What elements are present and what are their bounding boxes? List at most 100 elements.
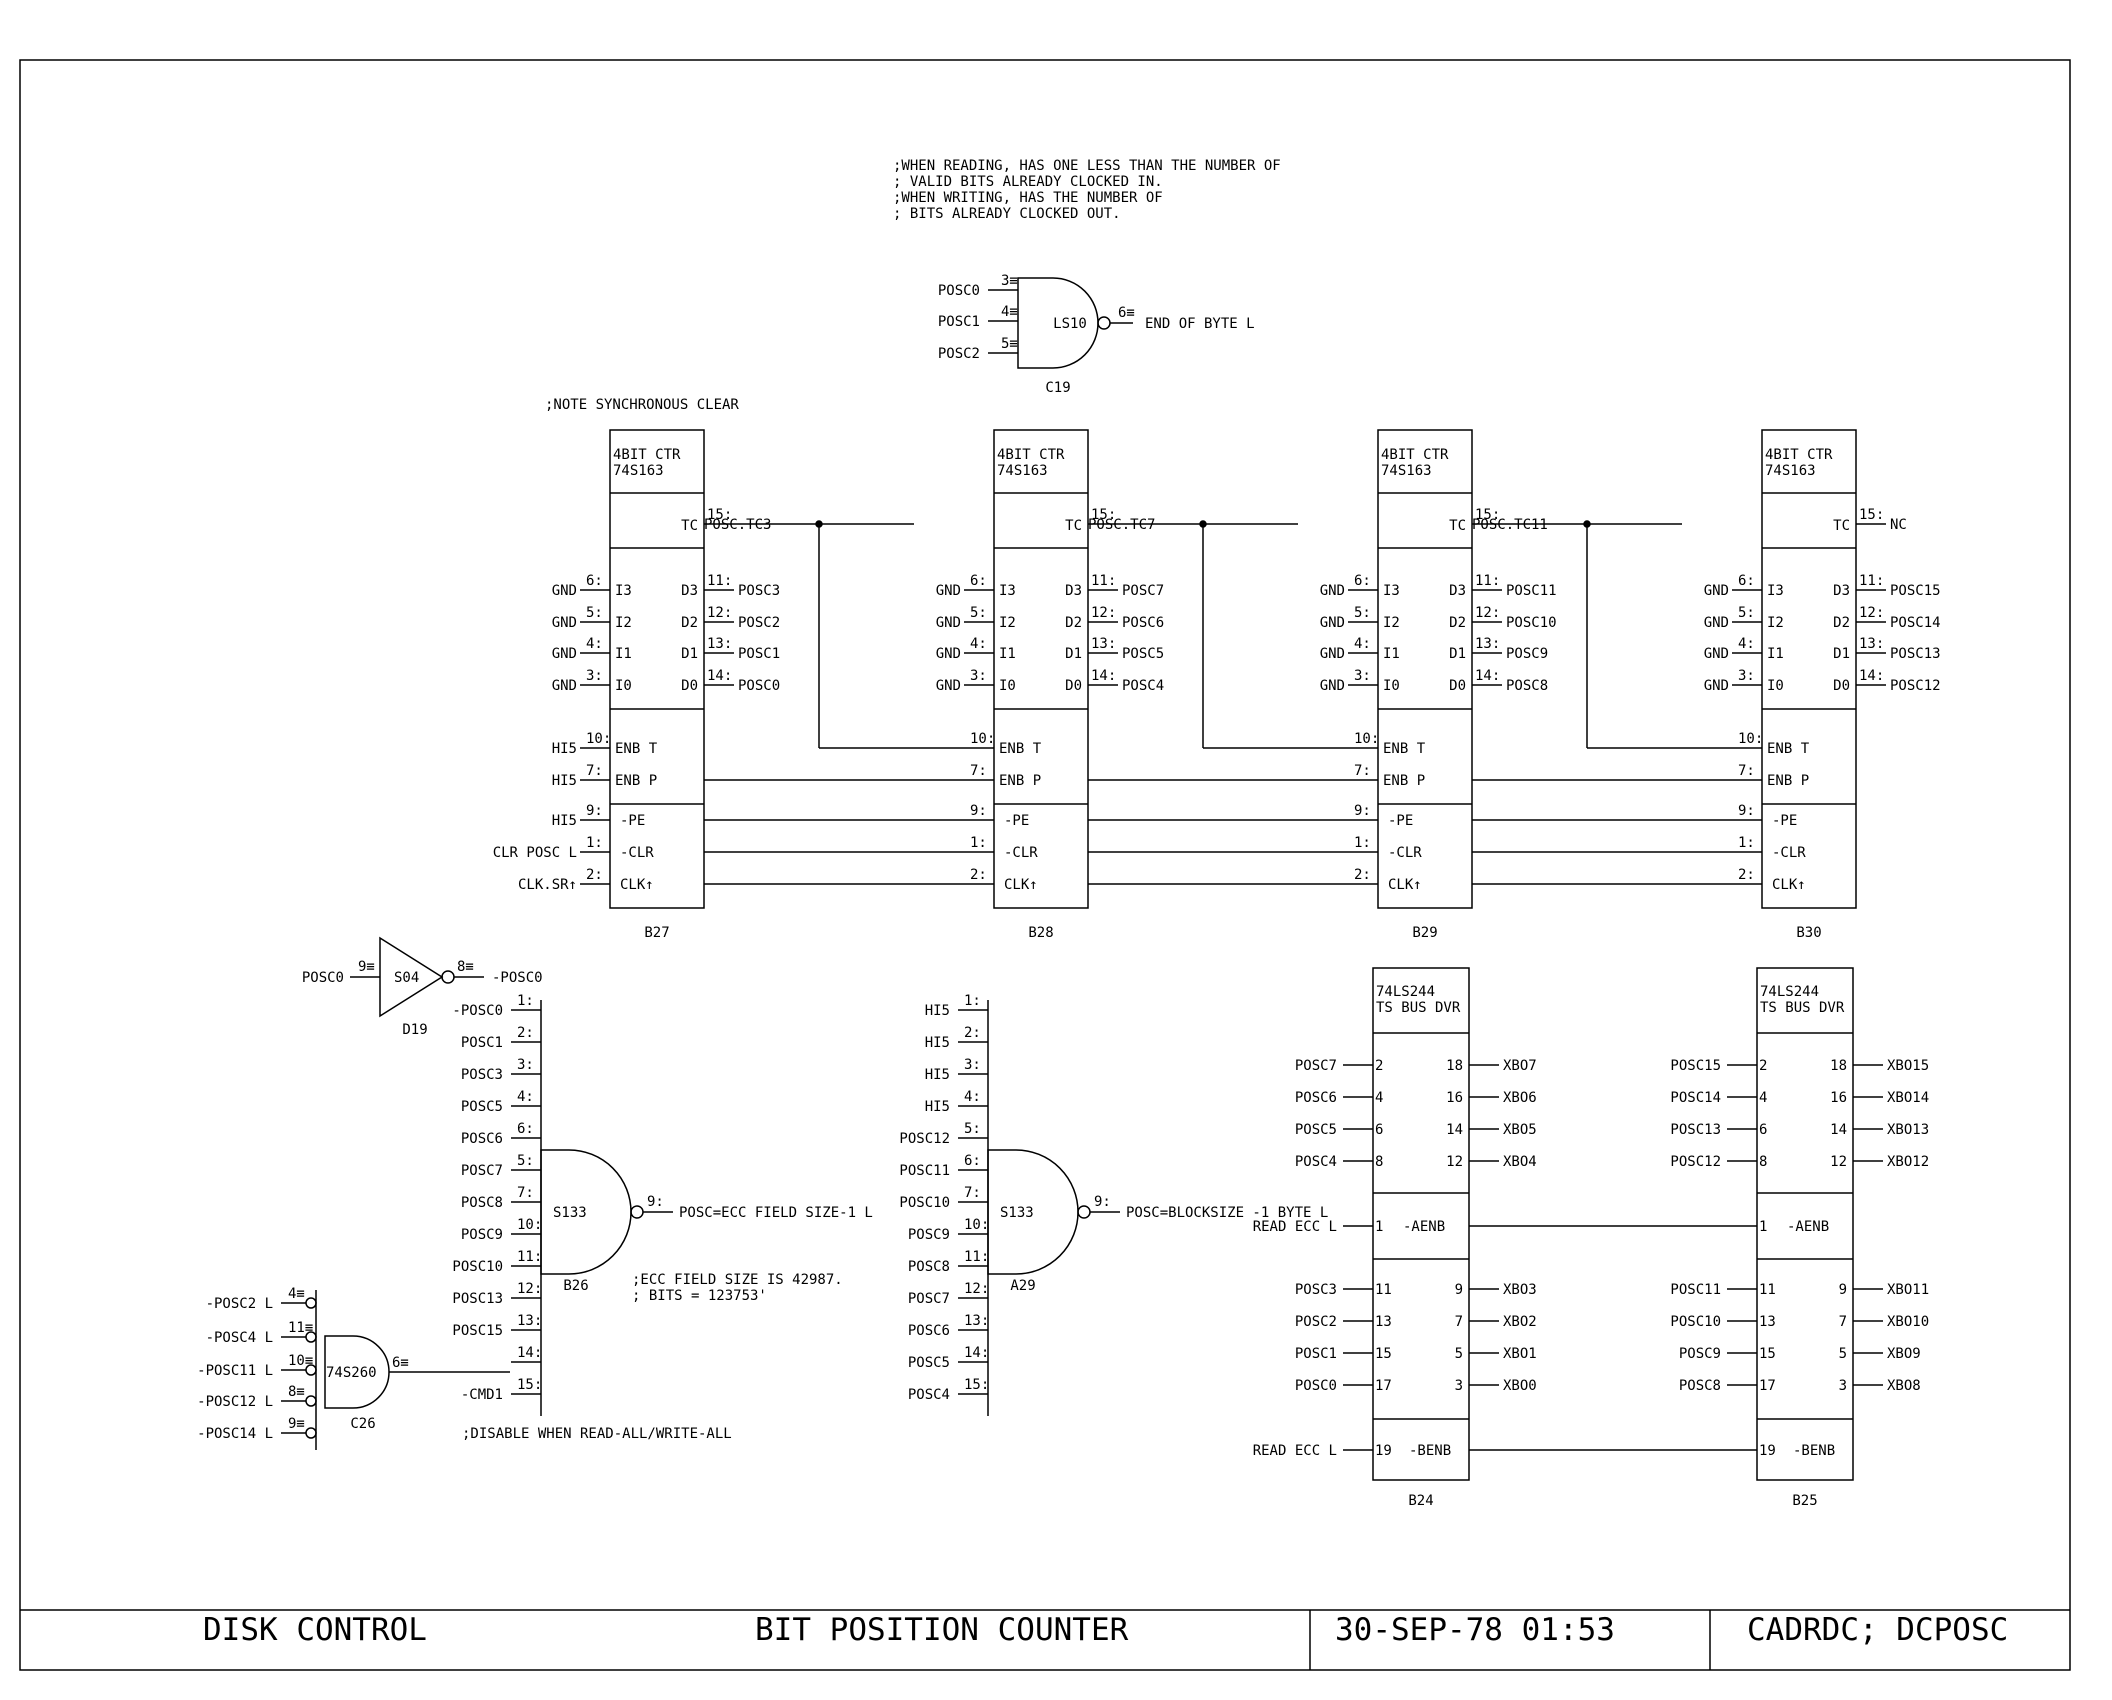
pin-name-tc: TC bbox=[1833, 518, 1850, 534]
ref-c19: C19 bbox=[1045, 380, 1070, 396]
pin-name: D0 bbox=[681, 678, 698, 694]
signal-control: HI5 bbox=[552, 773, 577, 789]
chip-title: TS BUS DVR bbox=[1376, 1000, 1461, 1016]
pin-name: I1 bbox=[1383, 646, 1400, 662]
signal-output: -POSC0 bbox=[492, 970, 543, 986]
pin-name: I3 bbox=[999, 583, 1016, 599]
bus-driver-B24 bbox=[1372, 967, 1470, 1481]
signal-input: POSC8 bbox=[1679, 1378, 1721, 1394]
pin-label: 9≡ bbox=[288, 1416, 305, 1432]
pin-label: 10: bbox=[970, 731, 995, 747]
signal-gnd: GND bbox=[936, 646, 961, 662]
pin-name: D2 bbox=[1065, 615, 1082, 631]
signal-input: POSC12 bbox=[899, 1131, 950, 1147]
signal-input: POSC5 bbox=[461, 1099, 503, 1115]
signal-input: POSC6 bbox=[1295, 1090, 1337, 1106]
pin-label: 11: bbox=[1091, 573, 1116, 589]
signal-input: POSC0 bbox=[302, 970, 344, 986]
signal-input: HI5 bbox=[925, 1003, 950, 1019]
signal-input: POSC6 bbox=[908, 1323, 950, 1339]
signal-output: XBO7 bbox=[1503, 1058, 1537, 1074]
pin-label: 13: bbox=[1475, 636, 1500, 652]
pin-name: ENB P bbox=[999, 773, 1041, 789]
signal-input: POSC8 bbox=[461, 1195, 503, 1211]
pin-label: 11: bbox=[707, 573, 732, 589]
chip-ref: B29 bbox=[1412, 925, 1437, 941]
pin-label: 7: bbox=[517, 1185, 534, 1201]
pin-label: 3: bbox=[1738, 668, 1755, 684]
pin-name: I0 bbox=[1383, 678, 1400, 694]
signal-gnd: GND bbox=[1704, 583, 1729, 599]
signal-output: POSC15 bbox=[1890, 583, 1941, 599]
signal-input: POSC11 bbox=[899, 1163, 950, 1179]
chip-title: 74S163 bbox=[1381, 463, 1432, 479]
chip-ref: B27 bbox=[644, 925, 669, 941]
pin-label: 15 bbox=[1375, 1346, 1392, 1362]
signal-input: POSC15 bbox=[1670, 1058, 1721, 1074]
pin-label: 5: bbox=[1354, 605, 1371, 621]
signal-output: POSC9 bbox=[1506, 646, 1548, 662]
signal-output: XBO8 bbox=[1887, 1378, 1921, 1394]
pin-label: 2: bbox=[964, 1025, 981, 1041]
pin-name: I0 bbox=[1767, 678, 1784, 694]
chip-name-c26: 74S260 bbox=[326, 1365, 377, 1381]
pin-name: I3 bbox=[1767, 583, 1784, 599]
pin-label: 15: bbox=[707, 507, 732, 523]
pin-label: 14 bbox=[1446, 1122, 1463, 1138]
chip-ref: B30 bbox=[1796, 925, 1821, 941]
pin-name: -PE bbox=[1388, 813, 1413, 829]
pin-label: 6: bbox=[1354, 573, 1371, 589]
signal-output: POSC4 bbox=[1122, 678, 1164, 694]
pin-name: I3 bbox=[615, 583, 632, 599]
nand-gate-B26 bbox=[540, 1149, 632, 1275]
pin-name: -BENB bbox=[1409, 1443, 1451, 1459]
pin-label: 4 bbox=[1759, 1090, 1767, 1106]
note-disable: ;DISABLE WHEN READ-ALL/WRITE-ALL bbox=[462, 1426, 732, 1442]
pin-label: 4: bbox=[970, 636, 987, 652]
pin-name: I3 bbox=[1383, 583, 1400, 599]
nand-gate-A29 bbox=[987, 1149, 1079, 1275]
counter-chip-B29 bbox=[1377, 429, 1473, 909]
pin-label: 15: bbox=[964, 1377, 989, 1393]
pin-label: 17 bbox=[1375, 1378, 1392, 1394]
chip-name-c19: LS10 bbox=[1053, 316, 1087, 332]
note-reading: ;WHEN READING, HAS ONE LESS THAN THE NUM… bbox=[893, 158, 1281, 174]
pin-name: D1 bbox=[1833, 646, 1850, 662]
pin-name: D2 bbox=[1449, 615, 1466, 631]
pin-label: 4: bbox=[517, 1089, 534, 1105]
counter-chip-B28 bbox=[993, 429, 1089, 909]
pin-name: D1 bbox=[681, 646, 698, 662]
wiring-layer bbox=[19, 59, 2071, 1671]
pin-label: 15: bbox=[517, 1377, 542, 1393]
chip-name: S133 bbox=[1000, 1205, 1034, 1221]
pin-label: 2: bbox=[517, 1025, 534, 1041]
pin-name: D1 bbox=[1065, 646, 1082, 662]
pin-label: 15: bbox=[1091, 507, 1116, 523]
signal-output: POSC=BLOCKSIZE -1 BYTE L bbox=[1126, 1205, 1328, 1221]
pin-label: 4 bbox=[1375, 1090, 1383, 1106]
pin-label: 19 bbox=[1759, 1443, 1776, 1459]
pin-label: 1: bbox=[964, 993, 981, 1009]
pin-label: 4: bbox=[1738, 636, 1755, 652]
signal-input: POSC0 bbox=[938, 283, 980, 299]
signal-control: HI5 bbox=[552, 741, 577, 757]
pin-name: -BENB bbox=[1793, 1443, 1835, 1459]
signal-control: CLR POSC L bbox=[493, 845, 577, 861]
pin-label: 6≡ bbox=[392, 1355, 409, 1371]
signal-input: -POSC2 L bbox=[206, 1296, 273, 1312]
pin-label: 12 bbox=[1830, 1154, 1847, 1170]
pin-name: I1 bbox=[1767, 646, 1784, 662]
pin-label: 5: bbox=[517, 1153, 534, 1169]
pin-name: I1 bbox=[999, 646, 1016, 662]
signal-control: CLK.SR↑ bbox=[518, 877, 577, 893]
signal-input: -POSC14 L bbox=[197, 1426, 273, 1442]
pin-name: -AENB bbox=[1787, 1219, 1829, 1235]
pin-label: 2: bbox=[970, 867, 987, 883]
signal-gnd: GND bbox=[552, 678, 577, 694]
pin-name: I2 bbox=[999, 615, 1016, 631]
pin-label: 3 bbox=[1839, 1378, 1847, 1394]
signal-input: POSC9 bbox=[908, 1227, 950, 1243]
signal-input: HI5 bbox=[925, 1099, 950, 1115]
signal-gnd: GND bbox=[936, 583, 961, 599]
